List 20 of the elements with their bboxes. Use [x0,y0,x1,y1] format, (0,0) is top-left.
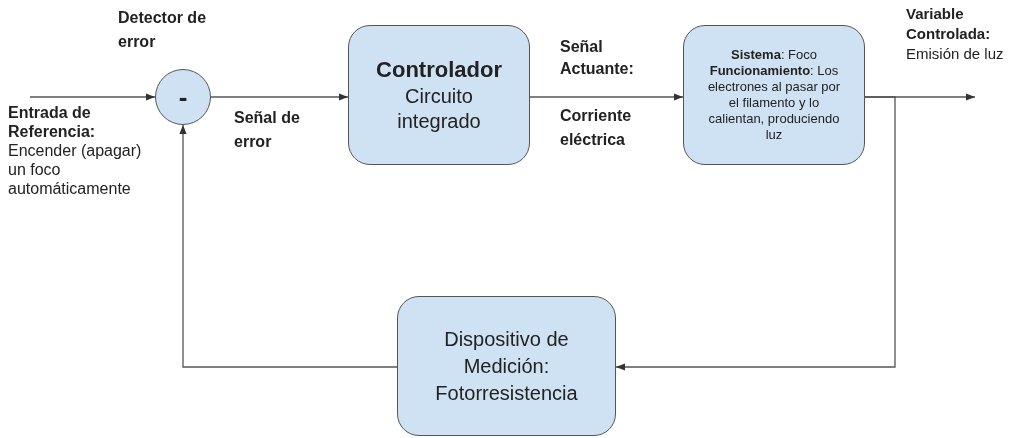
process-box [397,296,616,436]
signal-label: Entrada de Referencia: Encender (apagar) un foco automáticamente [8,103,143,198]
arrow [615,96,896,371]
signal-label: Señal Actuante: [560,37,635,79]
signal-label: Señal de error [234,108,301,152]
box-text: Sistema: Foco [731,47,817,63]
node-caption: Detector de error [118,8,208,52]
box-text: Controlador [376,56,502,84]
minus-sign: - [178,84,188,110]
arrow [210,93,349,101]
box-text: Circuito integrado [396,83,482,134]
process-box [348,25,530,165]
arrow [529,93,684,101]
signal-label: Variable Controlada: Emisión de luz [906,4,1005,64]
box-text: Dispositivo de Medición: Fotorresistencia [434,326,579,406]
arrow [29,93,156,101]
box-text: Funcionamiento: Los electrones al pasar por el filamento y lo calientan, produciendo luz [706,63,842,143]
arrow [179,124,398,368]
process-box [683,25,865,165]
signal-label: Corriente eléctrica [560,106,633,150]
